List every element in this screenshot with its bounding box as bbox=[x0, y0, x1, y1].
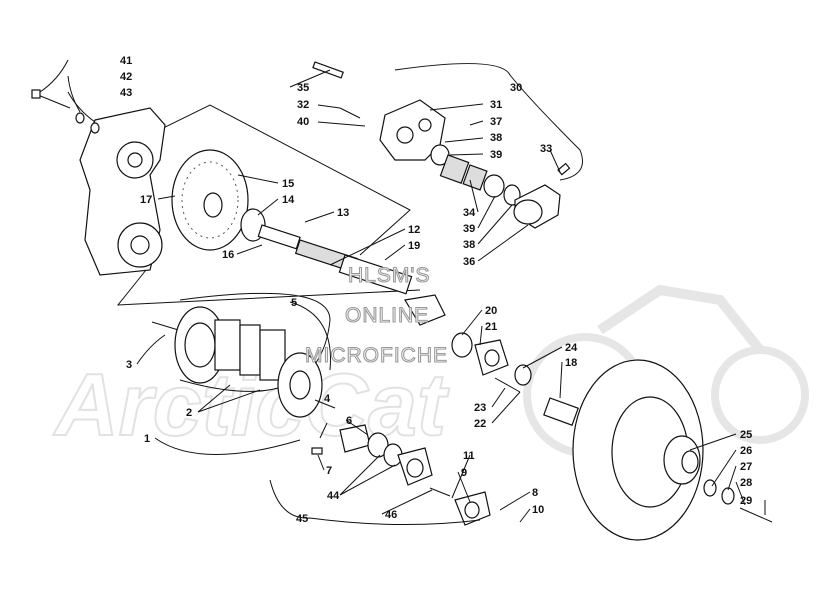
callout-26: 26 bbox=[740, 445, 752, 457]
callout-31: 31 bbox=[490, 99, 502, 111]
driven-clutch bbox=[572, 359, 773, 541]
callout-1: 1 bbox=[144, 433, 150, 445]
callout-9: 9 bbox=[461, 467, 467, 479]
callout-13: 13 bbox=[337, 207, 349, 219]
callout-14: 14 bbox=[282, 194, 295, 206]
callout-6: 6 bbox=[346, 415, 352, 427]
callout-10: 10 bbox=[532, 504, 544, 516]
callout-37: 37 bbox=[490, 116, 502, 128]
part-number-callouts: 41 42 43 35 30 32 31 40 37 38 39 33 15 1… bbox=[120, 55, 752, 525]
callout-8: 8 bbox=[532, 487, 538, 499]
callout-19: 19 bbox=[408, 240, 420, 252]
drive-clutch bbox=[151, 306, 336, 418]
callout-2: 2 bbox=[186, 407, 192, 419]
callout-32: 32 bbox=[297, 99, 309, 111]
callout-7: 7 bbox=[326, 465, 332, 477]
callout-40: 40 bbox=[297, 116, 309, 128]
logo-wheel-front bbox=[711, 346, 809, 444]
callout-22: 22 bbox=[474, 418, 486, 430]
watermark-line-2: ONLINE bbox=[345, 304, 429, 327]
callout-30: 30 bbox=[510, 82, 522, 94]
callout-29: 29 bbox=[740, 495, 752, 507]
callout-21: 21 bbox=[485, 321, 497, 333]
callout-46: 46 bbox=[385, 509, 397, 521]
callout-17: 17 bbox=[140, 194, 152, 206]
logo-bike-frame bbox=[597, 284, 764, 354]
callout-24: 24 bbox=[565, 342, 578, 354]
leader-lines bbox=[39, 59, 766, 526]
watermark-line-3: MICROFICHE bbox=[305, 344, 448, 367]
callout-38-lower: 38 bbox=[463, 239, 475, 251]
callout-23: 23 bbox=[474, 402, 486, 414]
callout-33: 33 bbox=[540, 143, 552, 155]
callout-35: 35 bbox=[297, 82, 309, 94]
spacer-sleeve bbox=[543, 397, 579, 426]
brake-caliper bbox=[312, 61, 446, 161]
callout-4: 4 bbox=[324, 393, 331, 405]
brake-disc bbox=[171, 149, 249, 251]
watermark-text: HLSM'S ONLINE MICROFICHE bbox=[304, 263, 448, 367]
callout-43: 43 bbox=[120, 87, 132, 99]
callout-15: 15 bbox=[282, 178, 294, 190]
callout-12: 12 bbox=[408, 224, 420, 236]
lower-bearing-housing bbox=[311, 424, 491, 526]
callout-3: 3 bbox=[126, 359, 132, 371]
callout-11: 11 bbox=[463, 450, 475, 462]
callout-36: 36 bbox=[463, 256, 475, 268]
brake-pads-pistons bbox=[430, 144, 571, 229]
callout-39-upper: 39 bbox=[490, 149, 502, 161]
callout-39-lower: 39 bbox=[463, 223, 475, 235]
callout-20: 20 bbox=[485, 305, 497, 317]
callout-27: 27 bbox=[740, 461, 752, 473]
upper-bearing-housing bbox=[404, 294, 532, 393]
watermark-line-1: HLSM'S bbox=[348, 264, 430, 287]
callout-25: 25 bbox=[740, 429, 752, 441]
outline-middle bbox=[116, 264, 421, 306]
brake-hub-and-shaft bbox=[240, 208, 413, 295]
callout-44: 44 bbox=[327, 490, 340, 502]
callout-41: 41 bbox=[120, 55, 132, 67]
outline-clutch bbox=[179, 292, 331, 392]
callout-28: 28 bbox=[740, 477, 752, 489]
callout-5: 5 bbox=[291, 297, 297, 309]
callout-16: 16 bbox=[222, 249, 234, 261]
callout-38-upper: 38 bbox=[490, 132, 502, 144]
callout-42: 42 bbox=[120, 71, 132, 83]
callout-18: 18 bbox=[565, 357, 577, 369]
engine-bolt bbox=[31, 89, 100, 134]
engine-case bbox=[79, 107, 166, 276]
callout-34: 34 bbox=[463, 207, 476, 219]
callout-45: 45 bbox=[296, 513, 308, 525]
